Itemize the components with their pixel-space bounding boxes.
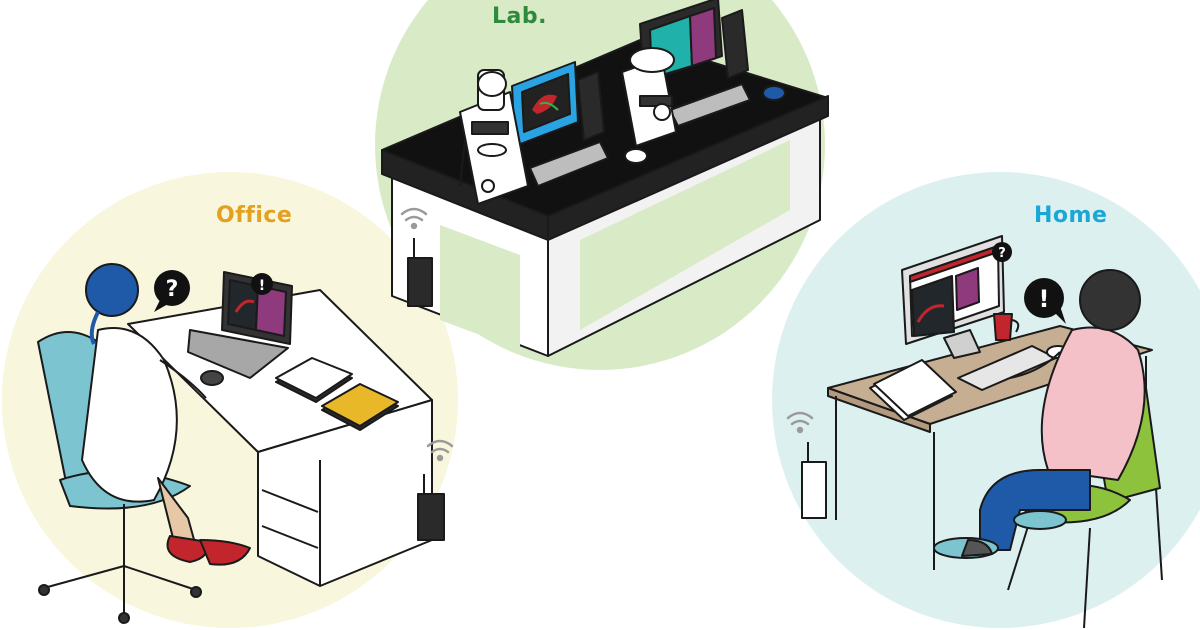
office-laptop-bubble: ! xyxy=(251,273,273,295)
lab-microscope-2 xyxy=(621,47,677,147)
home-scene xyxy=(801,235,1163,629)
lab-keyboard-1 xyxy=(529,141,609,187)
office-scene xyxy=(37,263,445,624)
home-monitor-bubble-text: ? xyxy=(998,246,1006,261)
home-monitor-bubble: ? xyxy=(992,242,1012,262)
home-wifi-router xyxy=(801,461,827,519)
office-wifi-router xyxy=(417,493,445,541)
lab-wifi-router xyxy=(407,257,433,307)
home-person-bubble-text: ! xyxy=(1039,285,1050,313)
lab-scene xyxy=(381,0,829,357)
home-wifi-icon xyxy=(786,411,814,434)
office-laptop-base xyxy=(187,329,289,379)
office-mouse xyxy=(200,370,224,386)
lab-mouse-blue xyxy=(762,85,786,101)
office-person-bubble: ? xyxy=(154,270,190,312)
lab-label: Lab. xyxy=(492,4,547,29)
lab-monitor-1-cells xyxy=(532,94,557,114)
home-person-bubble: ! xyxy=(1024,278,1066,324)
lab-tower-2 xyxy=(721,9,749,79)
office-person xyxy=(81,263,251,566)
lab-table-gap xyxy=(440,225,520,350)
office-desk-cabinet xyxy=(257,399,433,587)
lab-mouse-white xyxy=(624,148,648,164)
lab-table-gap2 xyxy=(580,140,790,330)
office-laptop-bubble-text: ! xyxy=(259,278,265,294)
office-wifi-icon xyxy=(426,439,454,462)
lab-table-edge2 xyxy=(547,95,829,241)
office-label: Office xyxy=(216,203,293,228)
office-person-bubble-text: ? xyxy=(166,277,179,302)
lab-tower-1 xyxy=(577,71,605,141)
home-monitor-stand xyxy=(943,329,981,359)
lab-monitor-2-image xyxy=(689,7,717,67)
home-mug xyxy=(993,313,1013,341)
lab-microscope-1 xyxy=(459,69,529,205)
home-person xyxy=(933,269,1146,559)
home-label: Home xyxy=(1034,203,1108,228)
lab-wifi-icon xyxy=(400,207,428,230)
lab-keyboard-2 xyxy=(669,83,751,127)
